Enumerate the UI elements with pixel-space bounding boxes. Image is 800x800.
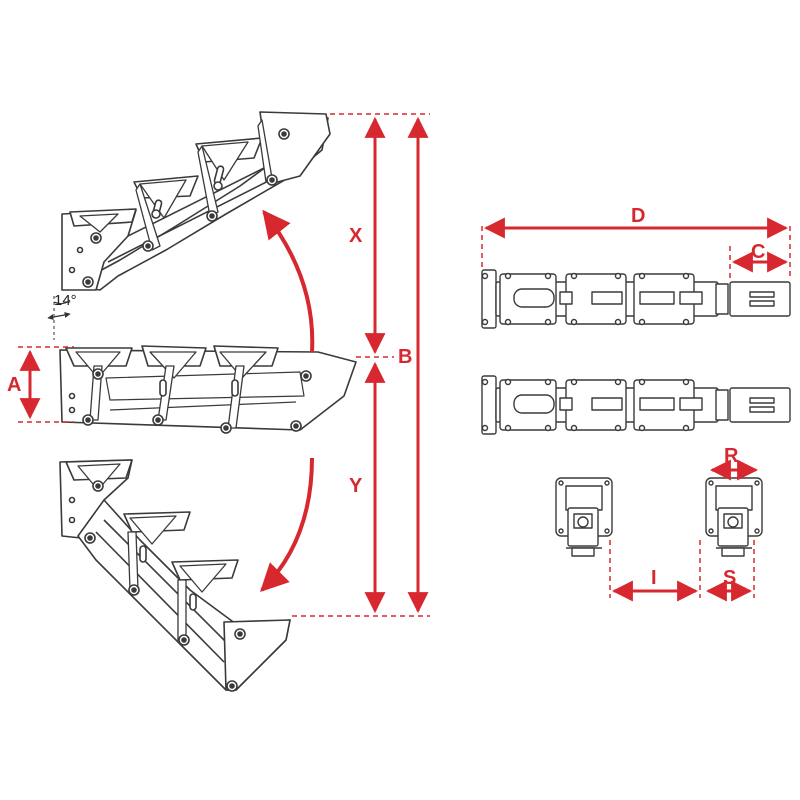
angle-indicator: 14° (47, 292, 77, 340)
dimension-y: Y (292, 361, 430, 617)
fold-up-arrow (262, 209, 315, 353)
dimension-r: R (709, 445, 759, 481)
label-c: C (751, 241, 765, 263)
label-i: I (651, 567, 657, 589)
label-b: B (398, 346, 412, 368)
top-view-rail-retracted (481, 375, 791, 435)
dimension-s: S (705, 540, 755, 602)
stair-section-middle (59, 345, 357, 434)
end-view-left (555, 477, 613, 557)
end-view-right (705, 477, 763, 557)
dimension-b: B (398, 116, 429, 614)
dimension-a: A (7, 346, 74, 423)
top-view-rail-extended (481, 269, 791, 329)
label-a: A (7, 374, 21, 396)
dimension-d: D (481, 205, 791, 280)
label-s: S (723, 567, 736, 589)
label-y: Y (349, 475, 363, 497)
label-x: X (349, 225, 363, 247)
label-d: D (631, 205, 645, 227)
angle-label: 14° (54, 292, 77, 309)
label-r: R (724, 445, 739, 467)
dimension-c: C (729, 241, 789, 282)
fold-down-arrow (260, 457, 314, 592)
stair-section-bottom (59, 459, 291, 692)
stair-section-top (61, 111, 331, 291)
dimension-i: I (609, 540, 701, 602)
dimension-x: X (330, 113, 430, 358)
